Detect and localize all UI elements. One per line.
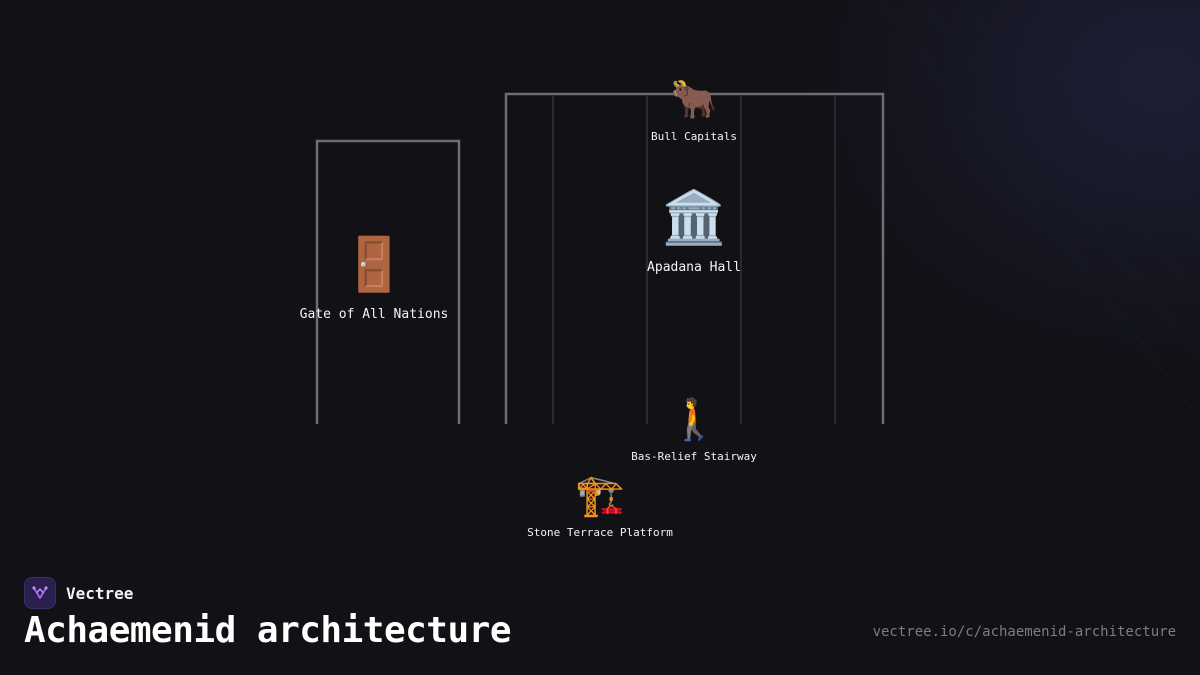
apadana-frame <box>504 92 885 424</box>
node-bas-relief-stairway[interactable]: 🚶 Bas-Relief Stairway <box>631 400 757 463</box>
bas-relief-stairway-label: Bas-Relief Stairway <box>631 450 757 463</box>
person-walking-icon: 🚶 <box>669 397 719 443</box>
background-rays <box>879 0 1200 421</box>
node-gate-of-all-nations[interactable]: 🚪 Gate of All Nations <box>300 239 449 322</box>
apadana-hall-label: Apadana Hall <box>647 260 741 275</box>
gate-frame <box>315 139 461 424</box>
page-url[interactable]: vectree.io/c/achaemenid-architecture <box>872 624 1176 640</box>
gate-of-all-nations-label: Gate of All Nations <box>299 307 449 322</box>
vectree-logo-icon <box>24 577 56 609</box>
node-bull-capitals[interactable]: 🐂 Bull Capitals <box>651 80 737 143</box>
construction-crane-icon: 🏗️ <box>575 473 625 519</box>
bull-capitals-label: Bull Capitals <box>650 130 738 143</box>
bull-icon: 🐂 <box>670 77 718 121</box>
node-stone-terrace-platform[interactable]: 🏗️ Stone Terrace Platform <box>527 476 673 539</box>
node-apadana-hall[interactable]: 🏛️ Apadana Hall <box>647 192 741 275</box>
brand[interactable]: Vectree <box>24 577 133 609</box>
stone-terrace-platform-label: Stone Terrace Platform <box>527 526 673 539</box>
brand-name: Vectree <box>66 583 134 603</box>
classical-building-icon: 🏛️ <box>661 188 727 248</box>
vectree-logo-mark <box>32 586 48 599</box>
page-title: Achaemenid architecture <box>24 610 512 651</box>
door-icon: 🚪 <box>341 235 407 295</box>
